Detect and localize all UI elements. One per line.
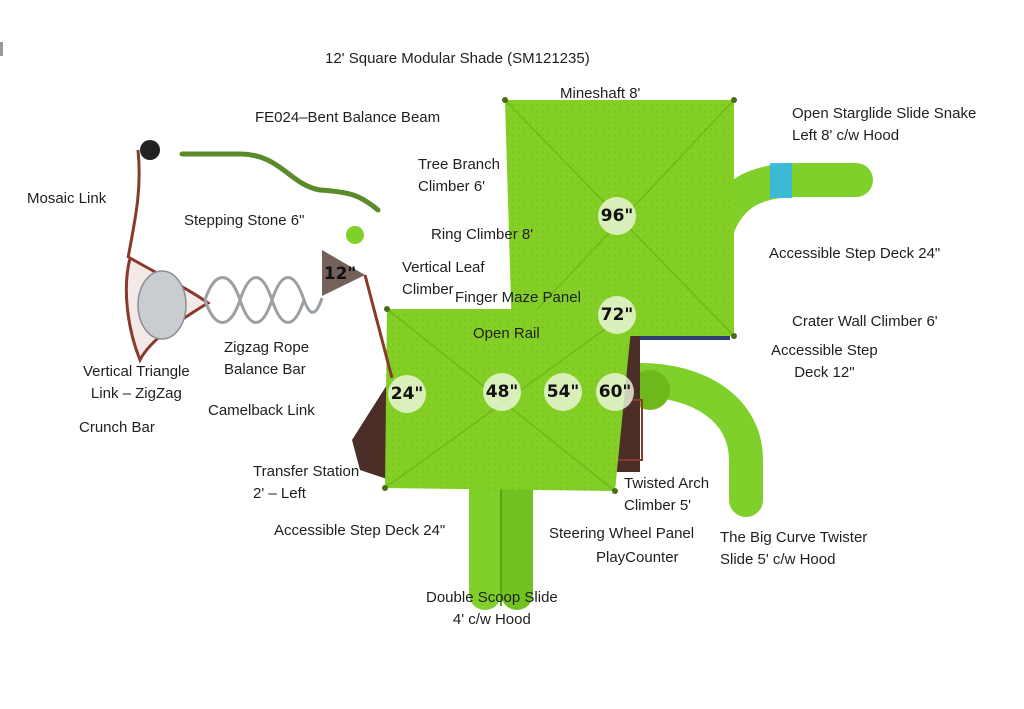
label-open-rail: Open Rail: [473, 325, 540, 342]
label-crater-wall: Crater Wall Climber 6': [792, 313, 938, 330]
zigzag-rope-balance-bar: [203, 276, 324, 324]
label-camelback-link: Camelback Link: [208, 402, 315, 419]
label-step-deck-24-bottom: Accessible Step Deck 24": [274, 522, 446, 539]
height-marker-54: 54": [544, 373, 582, 411]
label-steering-wheel: Steering Wheel Panel: [549, 525, 695, 542]
stepping-stone: [346, 226, 364, 244]
label-ring-climber: Ring Climber 8': [431, 226, 534, 243]
label-mineshaft: Mineshaft 8': [560, 85, 641, 102]
mosaic-link: [126, 140, 160, 259]
vertical-triangle-link: [124, 255, 211, 364]
label-mosaic-link: Mosaic Link: [27, 190, 107, 207]
label-step-deck-24-right: Accessible Step Deck 24": [769, 245, 941, 262]
bent-balance-beam: [179, 151, 381, 213]
label-bent-balance-beam: FE024–Bent Balance Beam: [255, 109, 441, 126]
label-finger-maze: Finger Maze Panel: [455, 289, 581, 306]
double-scoop-slide: [469, 470, 533, 610]
height-marker-24: 24": [388, 375, 426, 413]
label-crunch-bar: Crunch Bar: [79, 419, 155, 436]
label-playcounter: PlayCounter: [596, 549, 679, 566]
crunch-bar: [322, 250, 394, 379]
label-stepping-stone: Stepping Stone 6": [184, 212, 305, 229]
corner-mark: [0, 42, 3, 56]
height-marker-12: 12": [323, 264, 357, 284]
height-marker-96: 96": [598, 197, 636, 235]
height-marker-60: 60": [596, 373, 634, 411]
height-marker-72: 72": [598, 296, 636, 334]
label-modular-shade: 12' Square Modular Shade (SM121235): [325, 50, 590, 67]
height-marker-48: 48": [483, 373, 521, 411]
